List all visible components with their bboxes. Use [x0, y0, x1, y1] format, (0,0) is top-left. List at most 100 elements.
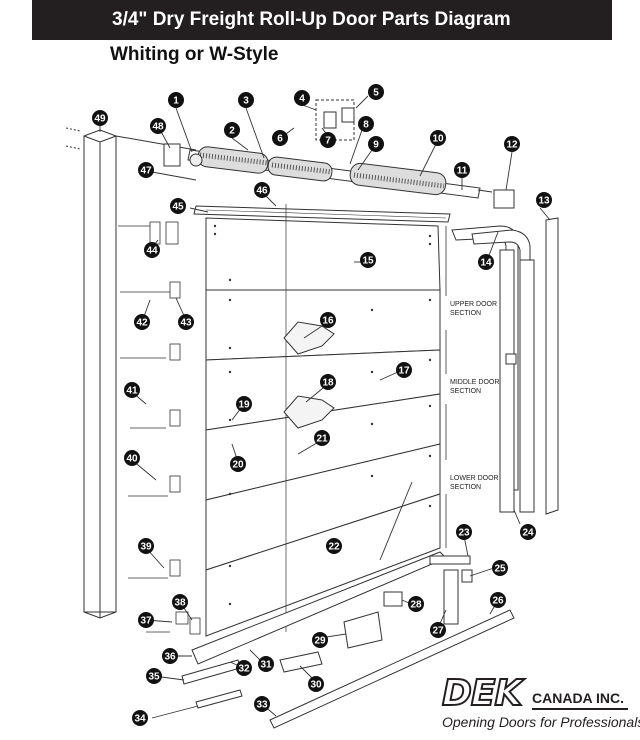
callout-40: 40: [124, 450, 140, 466]
callout-label-40: 40: [126, 454, 138, 465]
callout-circle-26: [490, 592, 506, 608]
callout-31: 31: [258, 656, 274, 672]
callout-label-47: 47: [140, 166, 152, 177]
callout-46: 46: [254, 182, 270, 198]
callout-24: 24: [520, 524, 536, 540]
callout-41: 41: [124, 382, 140, 398]
callout-circle-2: [224, 122, 240, 138]
callout-label-5: 5: [373, 88, 379, 99]
callout-circle-20: [230, 456, 246, 472]
callout-circle-9: [368, 136, 384, 152]
callout-label-9: 9: [373, 140, 379, 151]
callout-circle-49: [92, 110, 108, 126]
page-subtitle: Whiting or W-Style: [110, 44, 279, 65]
callout-26: 26: [490, 592, 506, 608]
callout-circle-27: [430, 622, 446, 638]
callout-label-45: 45: [172, 202, 184, 213]
callout-label-2: 2: [229, 126, 235, 137]
callout-circle-46: [254, 182, 270, 198]
callout-label-39: 39: [140, 542, 152, 553]
callout-29: 29: [312, 632, 328, 648]
callout-label-22: 22: [328, 542, 340, 553]
callout-label-35: 35: [148, 672, 160, 683]
callout-circle-12: [504, 136, 520, 152]
callout-1: 1: [168, 92, 184, 108]
callout-13: 13: [536, 192, 552, 208]
logo-rule: [532, 708, 628, 710]
section-label-middle-2: SECTION: [450, 388, 481, 395]
callout-28: 28: [408, 596, 424, 612]
callout-circle-35: [146, 668, 162, 684]
callout-circle-32: [236, 660, 252, 676]
callout-circle-24: [520, 524, 536, 540]
callout-label-18: 18: [322, 378, 334, 389]
callout-3: 3: [238, 92, 254, 108]
callout-label-23: 23: [458, 528, 470, 539]
callout-4: 4: [294, 90, 310, 106]
dek-logo: DEK CANADA INC. Opening Doors for Profes…: [440, 673, 640, 736]
callout-label-46: 46: [256, 186, 268, 197]
callout-label-41: 41: [126, 386, 138, 397]
callout-label-11: 11: [457, 166, 468, 177]
section-label-lower-1: LOWER DOOR: [450, 475, 499, 482]
section-label-middle-1: MIDDLE DOOR: [450, 379, 499, 386]
callout-circle-8: [358, 116, 374, 132]
spring-assembly-drawing: [163, 99, 515, 209]
tracks-drawing: [451, 217, 559, 515]
callout-circle-30: [308, 676, 324, 692]
callout-circle-15: [360, 252, 376, 268]
callout-label-36: 36: [164, 652, 176, 663]
callout-circle-45: [170, 198, 186, 214]
callout-27: 27: [430, 622, 446, 638]
callout-21: 21: [314, 430, 330, 446]
callout-circle-28: [408, 596, 424, 612]
callout-22: 22: [326, 538, 342, 554]
callout-label-43: 43: [180, 318, 192, 329]
callout-circle-44: [144, 242, 160, 258]
callout-label-7: 7: [325, 136, 331, 147]
logo-company: CANADA INC.: [532, 690, 625, 706]
callout-32: 32: [236, 660, 252, 676]
post-49-drawing: [65, 127, 197, 619]
callout-circle-4: [294, 90, 310, 106]
callout-circle-40: [124, 450, 140, 466]
callout-circle-22: [326, 538, 342, 554]
callout-10: 10: [430, 130, 446, 146]
callout-circle-29: [312, 632, 328, 648]
callout-circle-14: [478, 254, 494, 270]
callout-circle-21: [314, 430, 330, 446]
callout-34: 34: [132, 710, 148, 726]
callout-label-42: 42: [136, 318, 148, 329]
callout-label-26: 26: [492, 596, 504, 607]
callout-label-37: 37: [140, 616, 152, 627]
callout-20: 20: [230, 456, 246, 472]
callout-37: 37: [138, 612, 154, 628]
callout-circle-43: [178, 314, 194, 330]
callout-label-15: 15: [362, 256, 374, 267]
callout-36: 36: [162, 648, 178, 664]
logo-mark: DEK: [441, 673, 523, 714]
callout-label-29: 29: [314, 636, 326, 647]
callout-30: 30: [308, 676, 324, 692]
callout-circle-23: [456, 524, 472, 540]
header-bar: [32, 0, 612, 40]
callout-circle-18: [320, 374, 336, 390]
callout-circle-16: [320, 312, 336, 328]
callout-label-4: 4: [299, 94, 305, 105]
section-label-upper-1: UPPER DOOR: [450, 301, 497, 308]
callout-17: 17: [396, 362, 412, 378]
callout-circle-7: [320, 132, 336, 148]
callout-label-31: 31: [260, 660, 272, 671]
callout-42: 42: [134, 314, 150, 330]
callout-circle-17: [396, 362, 412, 378]
callout-label-3: 3: [243, 96, 249, 107]
callout-15: 15: [360, 252, 376, 268]
callout-label-27: 27: [432, 626, 444, 637]
callout-label-8: 8: [363, 120, 369, 131]
callout-circle-11: [454, 162, 470, 178]
callout-label-1: 1: [173, 96, 179, 107]
page-title: 3/4" Dry Freight Roll-Up Door Parts Diag…: [112, 9, 511, 30]
callout-48: 48: [150, 118, 166, 134]
